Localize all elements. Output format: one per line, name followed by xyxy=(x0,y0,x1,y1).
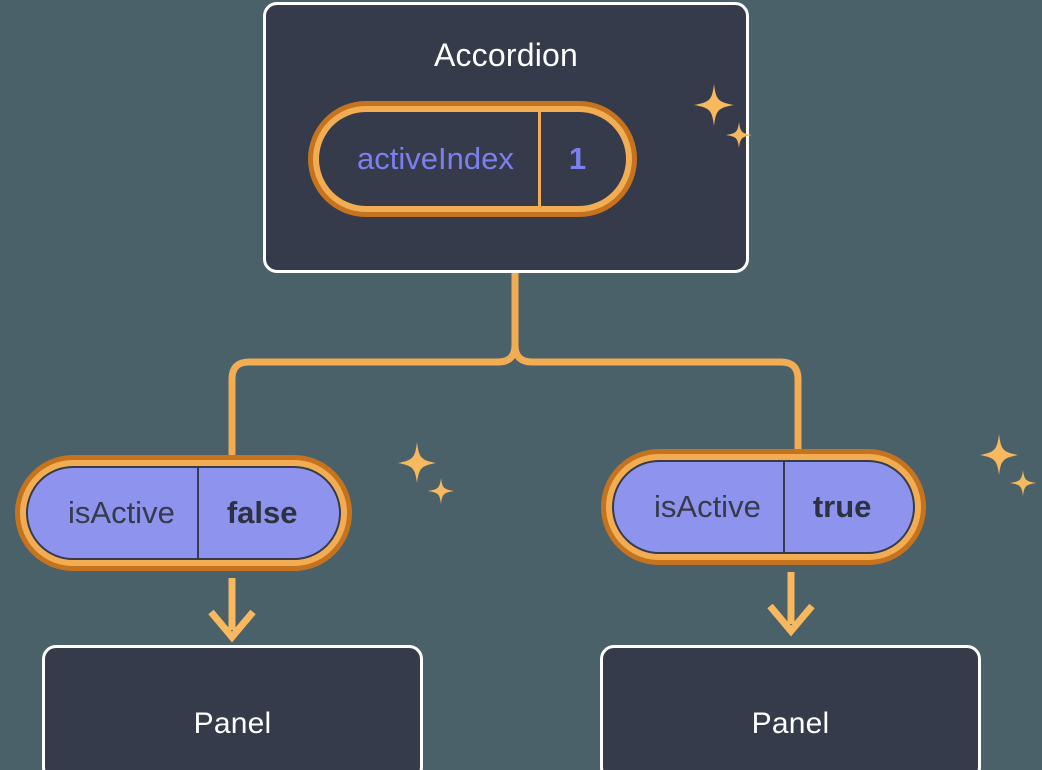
state-value: 1 xyxy=(568,141,587,176)
sparkle-icon-false xyxy=(398,442,454,504)
component-title: Accordion xyxy=(433,37,579,73)
pill-outer-ring: isActive false xyxy=(15,455,353,571)
connector-left-branch xyxy=(228,269,519,464)
pill-inner-ring: isActive true xyxy=(606,454,922,560)
pill-outer-ring: isActive true xyxy=(601,449,927,565)
component-title: Panel xyxy=(751,707,830,740)
state-value: true xyxy=(812,489,872,524)
state-pill-isactive-false[interactable]: isActive false xyxy=(15,455,353,571)
state-key: activeIndex xyxy=(357,141,514,176)
pill-body: isActive false xyxy=(26,466,342,560)
pill-inner-ring: activeIndex 1 xyxy=(313,106,633,212)
state-pill-activeindex[interactable]: activeIndex 1 xyxy=(308,101,638,217)
pill-divider xyxy=(782,462,785,552)
component-title: Panel xyxy=(193,707,272,740)
component-node-panel-right[interactable]: Panel xyxy=(600,645,981,770)
pill-inner-ring: isActive false xyxy=(20,460,348,566)
pill-body: activeIndex 1 xyxy=(319,112,627,206)
state-pill-isactive-true[interactable]: isActive true xyxy=(601,449,927,565)
sparkle-icon-true xyxy=(980,434,1036,496)
pill-body: isActive true xyxy=(612,460,916,554)
state-key: isActive xyxy=(68,495,175,530)
pill-divider xyxy=(537,112,541,206)
component-node-panel-left[interactable]: Panel xyxy=(42,645,423,770)
arrow-down-icon-left xyxy=(208,578,256,643)
pill-outer-ring: activeIndex 1 xyxy=(308,101,638,217)
arrow-down-icon-right xyxy=(767,572,815,637)
state-value: false xyxy=(226,495,298,530)
pill-divider xyxy=(196,468,199,558)
connector-right-branch xyxy=(511,269,802,458)
state-key: isActive xyxy=(654,489,761,524)
